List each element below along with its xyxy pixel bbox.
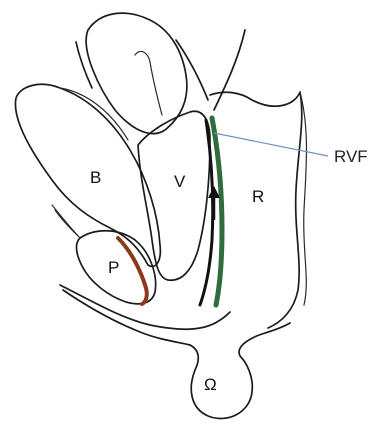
label-rvf: RVF	[334, 147, 368, 166]
label-p: P	[108, 258, 119, 277]
label-r: R	[252, 187, 264, 206]
v-chamber-outline	[138, 111, 210, 280]
rvf-callout-line	[214, 133, 328, 156]
dark-channel-line	[200, 120, 213, 305]
b-lobe-outline	[15, 84, 160, 266]
label-omega: Ω	[204, 375, 217, 394]
b-upper-edge	[76, 42, 92, 88]
p-lobe-stalk	[52, 205, 80, 238]
upper-right-line-2	[214, 30, 245, 110]
label-v: V	[174, 172, 186, 191]
top-lobe-outline	[86, 13, 187, 133]
top-lobe-inner-slit	[135, 51, 162, 115]
label-b: B	[90, 168, 101, 187]
upper-right-line-1	[176, 40, 208, 100]
omega-pouch-outline	[190, 323, 290, 419]
